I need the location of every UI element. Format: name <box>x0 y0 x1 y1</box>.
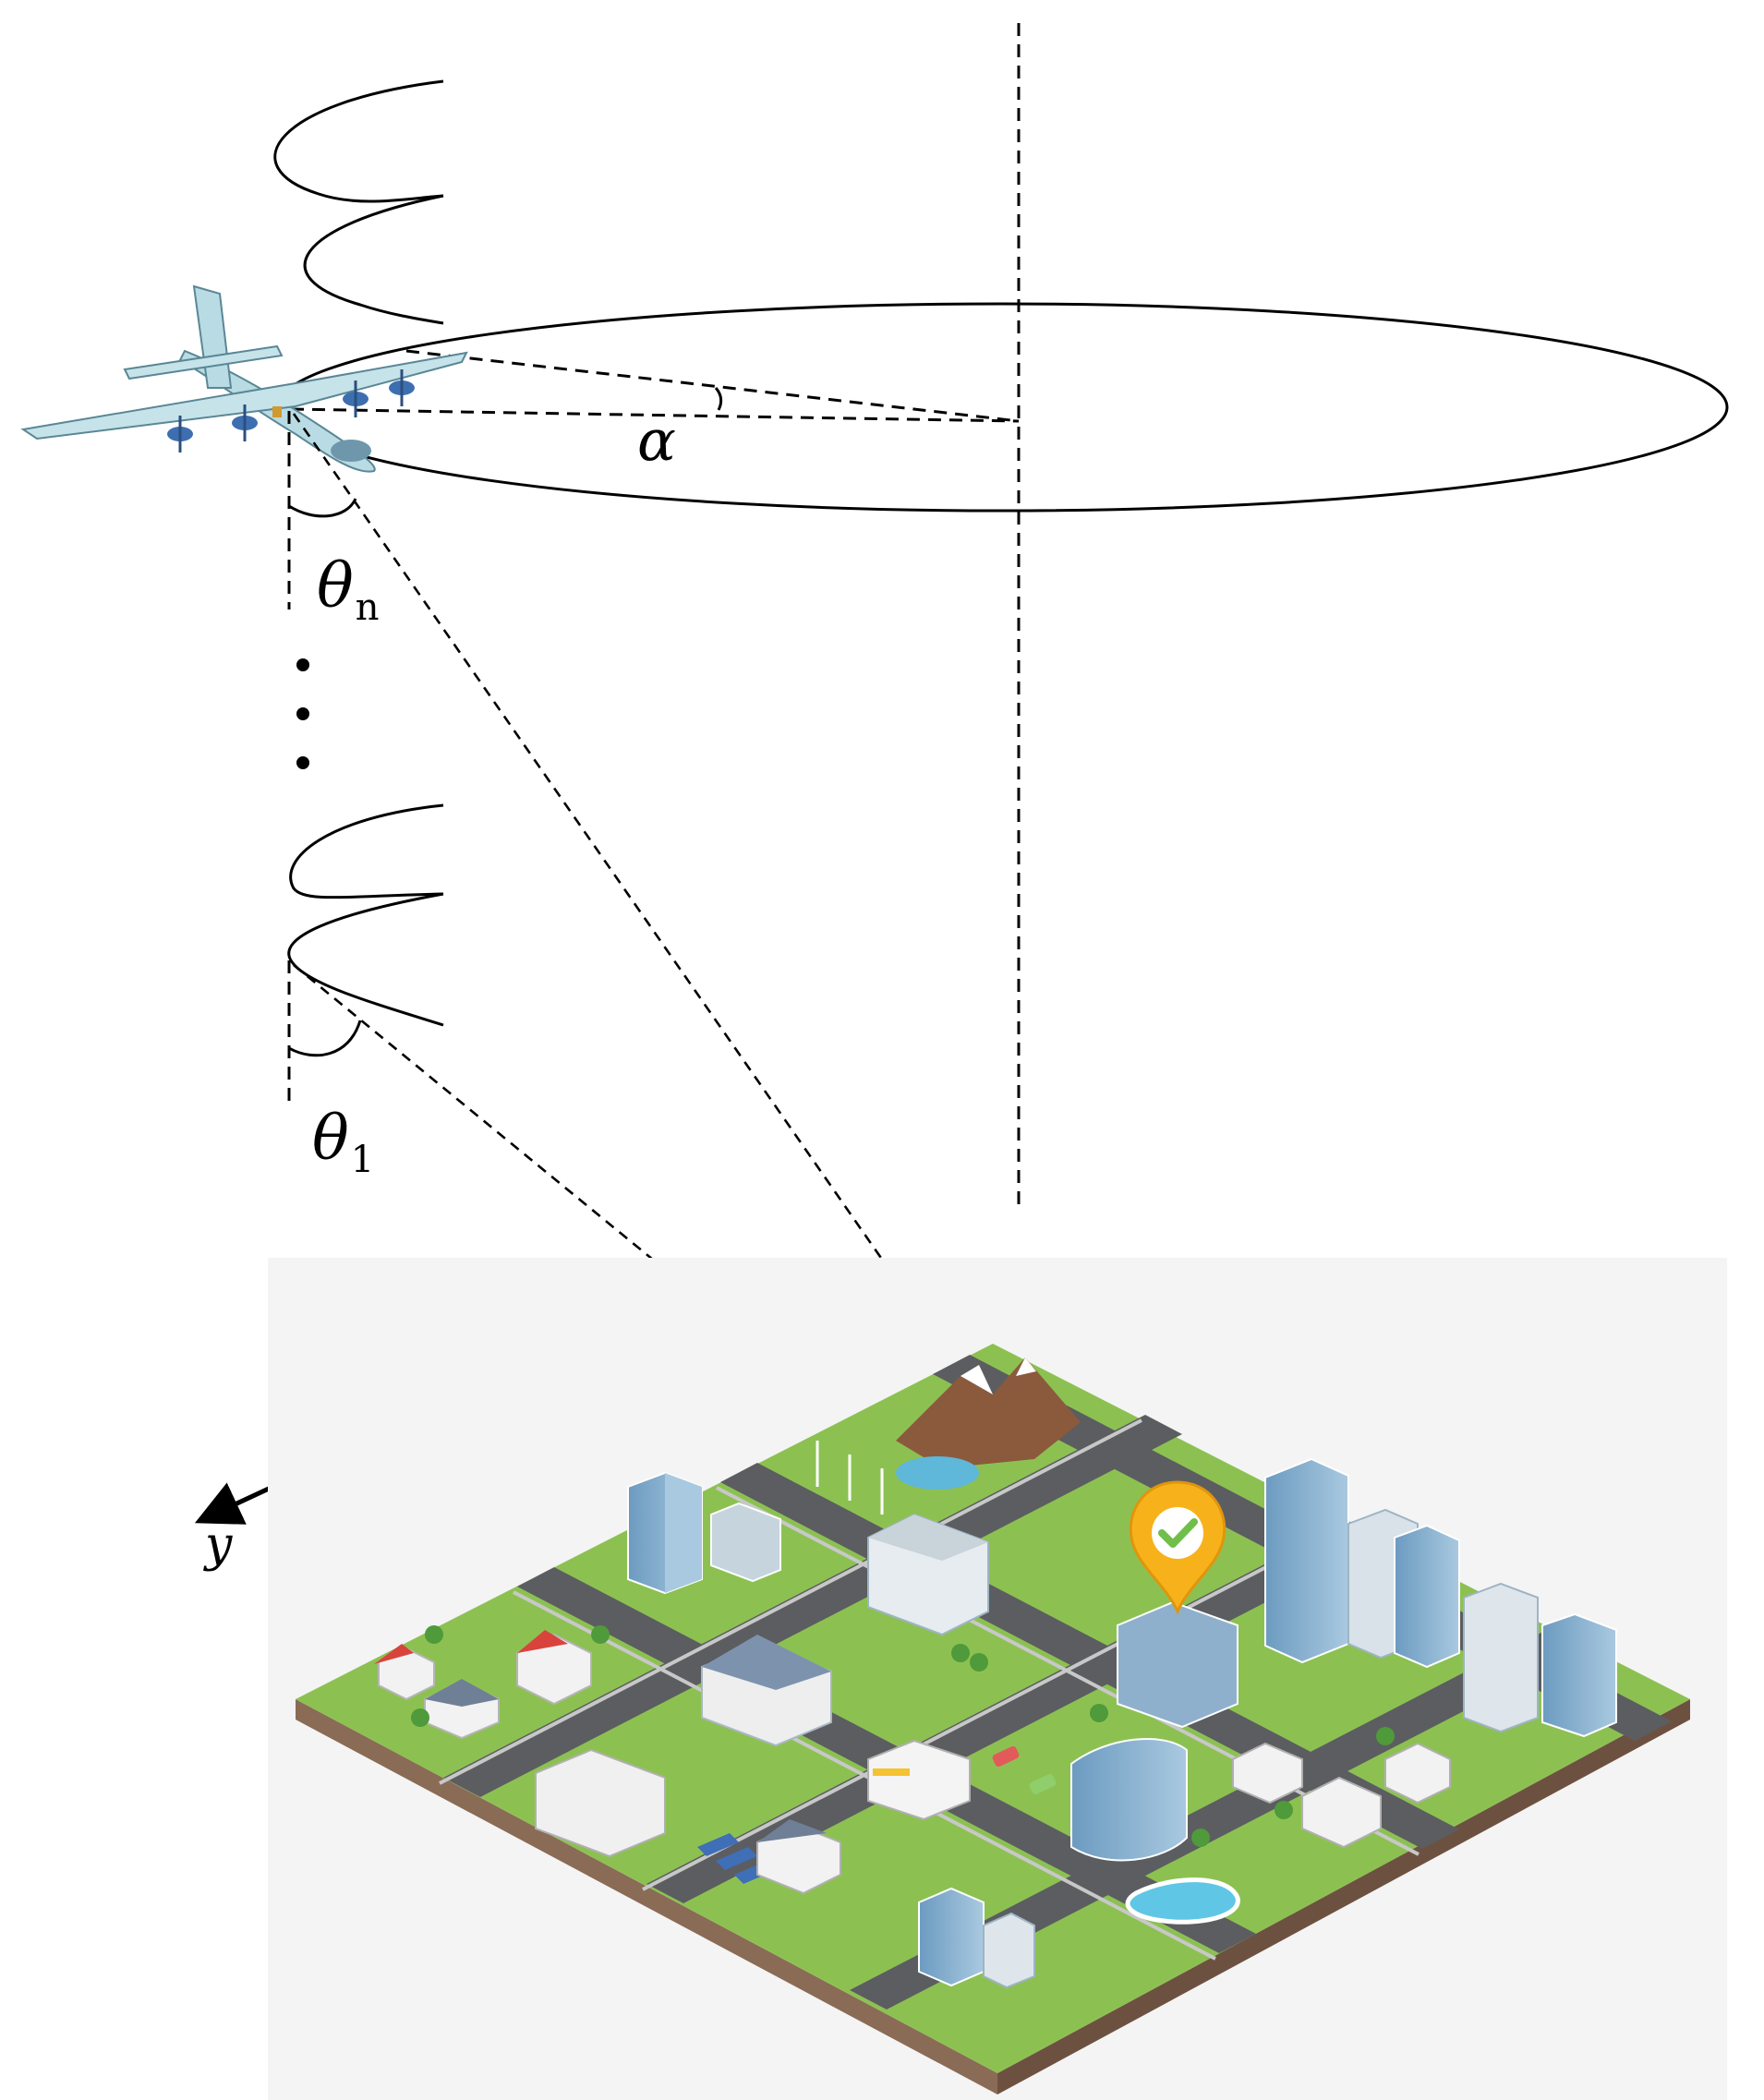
city-block-illustration <box>268 1258 1727 2100</box>
helix-lower <box>287 803 444 1027</box>
axis-label-y: y <box>203 1517 233 1573</box>
radius-line <box>405 349 1020 423</box>
label-alpha: α <box>637 406 676 474</box>
theta-n-arc <box>288 498 357 518</box>
label-theta-1: θ1 <box>312 1103 374 1181</box>
theta-1-arc <box>288 1020 362 1057</box>
aircraft-icon <box>20 284 468 473</box>
orbit-ellipse <box>275 302 1729 513</box>
ellipsis-dots <box>296 658 309 769</box>
horizontal-reference-line <box>290 407 1020 423</box>
alpha-arc <box>714 387 723 411</box>
location-pin-icon <box>1129 1480 1226 1615</box>
helix-upper <box>273 79 444 325</box>
label-theta-n: θn <box>317 550 380 629</box>
